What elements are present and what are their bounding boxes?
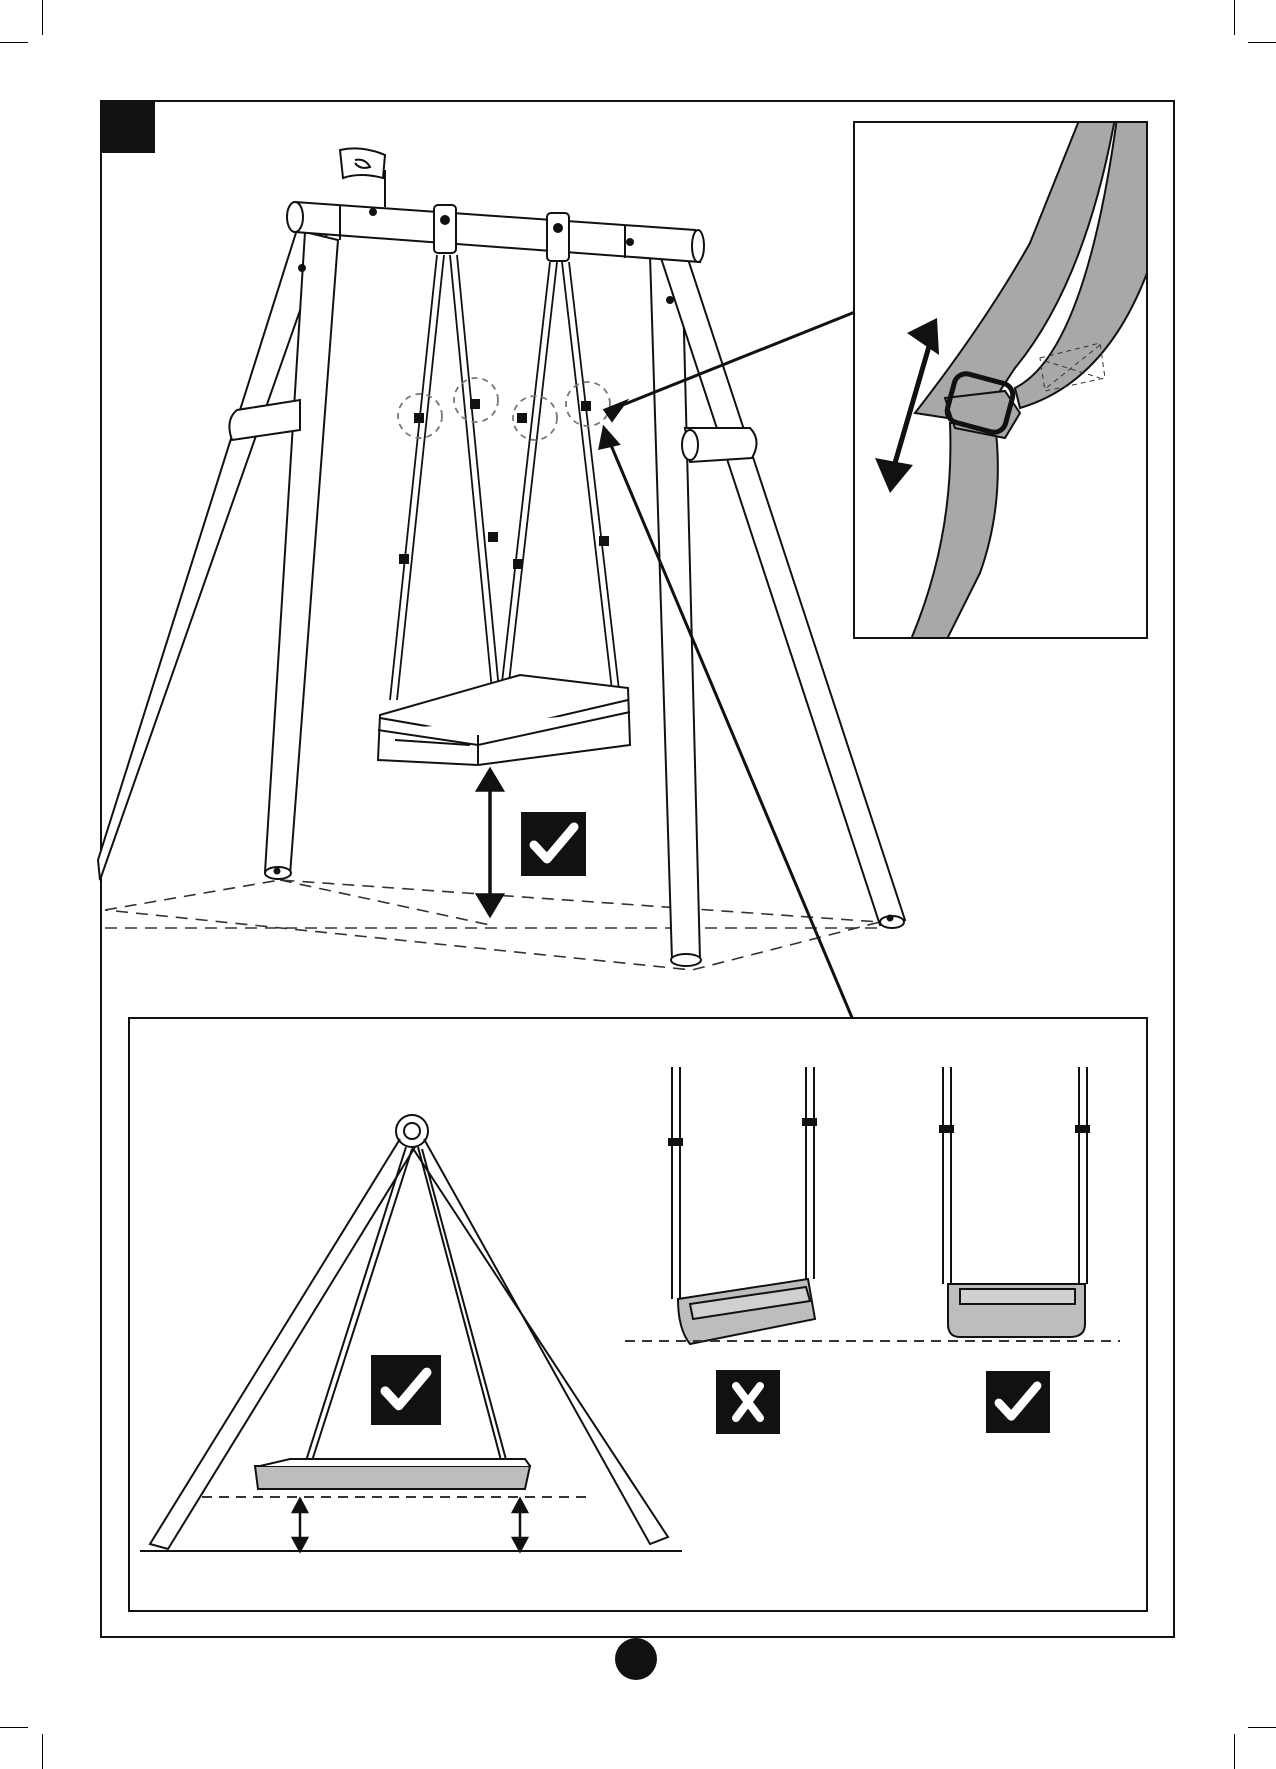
left-a-frame	[98, 220, 338, 880]
strap-buckle-detail	[855, 123, 1148, 639]
check-mark-icon	[986, 1371, 1050, 1433]
swing-ropes	[390, 255, 619, 700]
seat-level-inset	[128, 1017, 1148, 1612]
page-number-badge	[615, 1638, 657, 1680]
buckle-detail-inset	[853, 121, 1148, 639]
top-beam	[287, 202, 704, 262]
check-mark-icon	[521, 812, 586, 876]
flag-icon	[340, 148, 385, 207]
level-seat	[940, 1067, 1089, 1337]
double-arrow-icon	[293, 1499, 527, 1551]
double-arrow-icon	[478, 770, 502, 915]
rope-buckles	[400, 400, 608, 568]
cross-mark-icon	[716, 1370, 780, 1434]
seat-level-diagrams	[130, 1019, 1148, 1612]
swing-seat	[378, 675, 630, 765]
level-seat-front-view	[140, 1115, 682, 1551]
check-mark-icon	[371, 1355, 441, 1425]
